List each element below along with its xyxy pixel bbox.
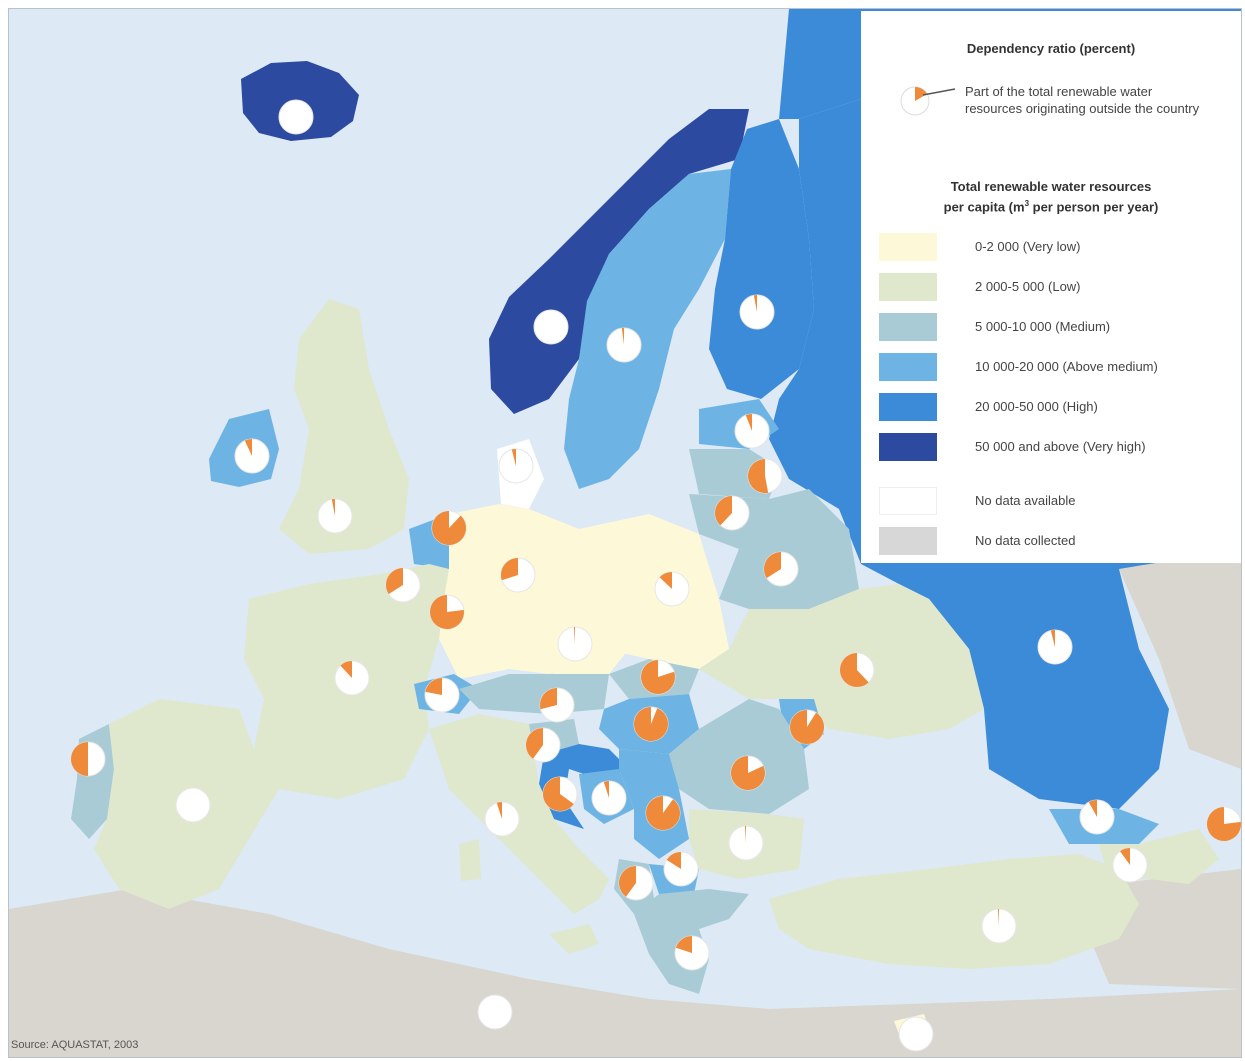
pie-belgium (385, 567, 421, 603)
dependency-ratio-title: Dependency ratio (percent) (966, 41, 1136, 56)
pie-czech-republic (557, 626, 593, 662)
pie-serbia (645, 795, 681, 831)
legend-swatch (879, 353, 937, 381)
pie-united-kingdom (317, 498, 353, 534)
pie-turkey (981, 908, 1017, 944)
north-africa (9, 889, 1241, 1057)
legend-label: No data collected (975, 533, 1076, 548)
pie-netherlands (431, 510, 467, 546)
pie-germany (500, 557, 536, 593)
legend-label: 10 000-20 000 (Above medium) (975, 359, 1158, 374)
pie-ireland (234, 438, 270, 474)
country-sweden (564, 169, 731, 489)
pie-switzerland (424, 677, 460, 713)
pie-georgia (1079, 799, 1115, 835)
country-ukraine (699, 584, 984, 739)
pie-estonia (734, 413, 770, 449)
pie-poland (654, 571, 690, 607)
pie-bulgaria (728, 825, 764, 861)
legend-item-very-low: 0-2 000 (Very low) (879, 233, 1239, 261)
pie-ukraine (839, 652, 875, 688)
country-finland (709, 119, 814, 399)
pie-croatia (542, 776, 578, 812)
resources-title-line1: Total renewable water resources (950, 179, 1152, 194)
pie-spain (175, 787, 211, 823)
country-italy (429, 714, 609, 914)
pie-slovenia (525, 727, 561, 763)
country-russia-west (769, 99, 861, 564)
legend-swatch (879, 233, 937, 261)
dependency-note: Part of the total renewable water resour… (965, 84, 1200, 116)
pie-bosnia (591, 780, 627, 816)
legend-item-high: 20 000-50 000 (High) (879, 393, 1239, 421)
legend-item-above-medium: 10 000-20 000 (Above medium) (879, 353, 1239, 381)
legend-item-no-data-available: No data available (879, 487, 1239, 515)
pie-france (334, 660, 370, 696)
pie-iceland (278, 99, 314, 135)
pie-slovakia (640, 659, 676, 695)
country-poland (579, 514, 729, 669)
legend-swatch (879, 313, 937, 341)
dependency-pies (70, 99, 1241, 1052)
pie-austria (539, 687, 575, 723)
resources-title-line2: per capita (m3 per person per year) (861, 199, 1241, 214)
country-united-kingdom (279, 299, 409, 554)
pie-finland (739, 294, 775, 330)
pie-lithuania (714, 495, 750, 531)
pie-malta (477, 994, 513, 1030)
island-sardinia (459, 839, 481, 881)
pie-italy (484, 801, 520, 837)
pie-portugal (70, 741, 106, 777)
pie-romania (730, 755, 766, 791)
legend-label: 50 000 and above (Very high) (975, 439, 1146, 454)
dependency-example-pie-icon (900, 86, 956, 116)
pie-denmark (498, 448, 534, 484)
kazakhstan-region (1119, 549, 1241, 769)
pie-russia (1037, 629, 1073, 665)
legend-label: No data available (975, 493, 1076, 508)
pie-hungary (633, 706, 669, 742)
legend-swatch (879, 487, 937, 515)
legend-label: 0-2 000 (Very low) (975, 239, 1081, 254)
pie-cyprus (898, 1016, 934, 1052)
legend-swatch (879, 273, 937, 301)
country-azerbaijan (1139, 829, 1219, 884)
country-romania (669, 699, 809, 814)
pie-sweden (606, 327, 642, 363)
pie-albania (618, 865, 654, 901)
legend: Dependency ratio (percent) Part of the t… (861, 11, 1241, 563)
pie-latvia (747, 458, 783, 494)
source-credit: Source: AQUASTAT, 2003 (11, 1039, 139, 1051)
legend-label: 5 000-10 000 (Medium) (975, 319, 1111, 334)
legend-item-no-data-collected: No data collected (879, 527, 1239, 555)
pie-norway (533, 309, 569, 345)
map-frame: Dependency ratio (percent) Part of the t… (8, 8, 1242, 1058)
pie-macedonia (663, 851, 699, 887)
pie-azerbaijan (1206, 806, 1241, 842)
pie-armenia (1112, 847, 1148, 883)
pie-moldova (789, 709, 825, 745)
pie-luxembourg (429, 594, 465, 630)
resources-title-sup: 3 (1024, 199, 1030, 208)
legend-item-low: 2 000-5 000 (Low) (879, 273, 1239, 301)
country-turkey (769, 854, 1139, 969)
country-belarus (719, 489, 859, 609)
legend-swatch (879, 527, 937, 555)
legend-item-medium: 5 000-10 000 (Medium) (879, 313, 1239, 341)
legend-label: 2 000-5 000 (Low) (975, 279, 1081, 294)
legend-item-very-high: 50 000 and above (Very high) (879, 433, 1239, 461)
resources-title-line2-post: per person per year) (1029, 199, 1159, 215)
pie-belarus (763, 551, 799, 587)
legend-label: 20 000-50 000 (High) (975, 399, 1098, 414)
island-sicily (549, 924, 599, 954)
legend-swatch (879, 433, 937, 461)
legend-swatch (879, 393, 937, 421)
pie-greece (674, 935, 710, 971)
resources-title-line2-pre: per capita (m (943, 199, 1025, 215)
